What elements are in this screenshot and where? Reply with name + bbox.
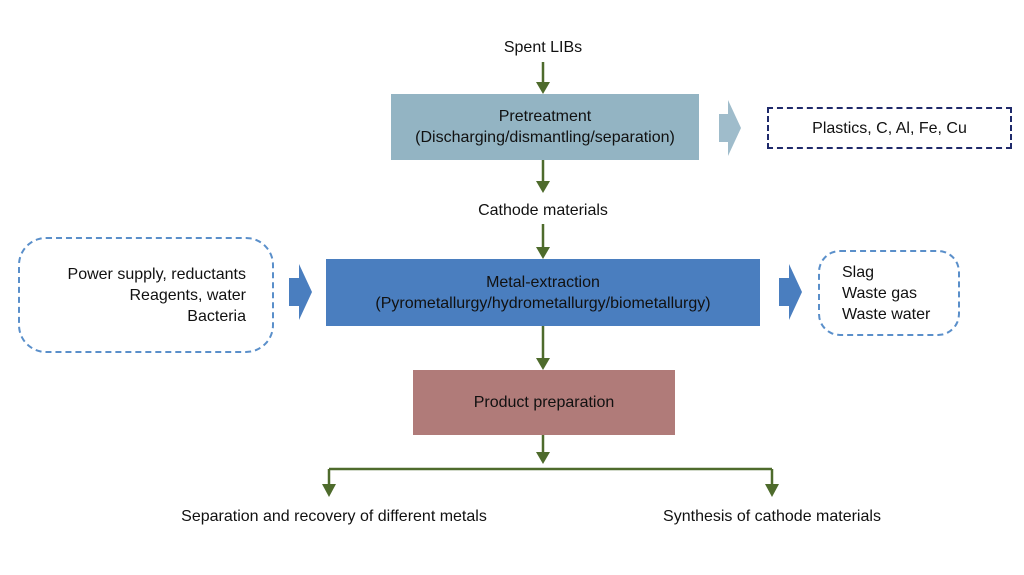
block-arrow-inputs-to-metal [289,264,312,320]
input-item: Bacteria [187,307,246,325]
arrowhead-split-right [765,484,779,497]
result-right-label: Synthesis of cathode materials [663,508,881,525]
product-preparation-box: Product preparation [413,370,675,435]
output-item: Slag [842,263,875,281]
pretreatment-box: Pretreatment (Discharging/dismantling/se… [391,94,699,160]
output-item: Waste gas [842,284,917,302]
arrowhead-metal-to-product [536,358,550,370]
arrowhead-spent-to-pretreatment [536,82,550,94]
byproducts-box: Plastics, C, Al, Fe, Cu [767,107,1012,149]
input-item: Reagents, water [129,286,246,304]
block-arrow-pretreatment-to-byproducts [719,100,741,156]
spent-libs-label: Spent LIBs [503,39,583,56]
block-arrow-metal-to-outputs [779,264,802,320]
metal-extraction-box: Metal-extraction (Pyrometallurgy/hydrome… [326,259,760,326]
metal-extraction-subtitle: (Pyrometallurgy/hydrometallurgy/biometal… [375,294,711,312]
outputs-box: Slag Waste gas Waste water [818,250,960,336]
output-item: Waste water [842,305,931,323]
byproducts-label: Plastics, C, Al, Fe, Cu [812,119,967,137]
input-item: Power supply, reductants [67,265,246,283]
pretreatment-subtitle: (Discharging/dismantling/separation) [415,129,675,146]
cathode-materials-label: Cathode materials [478,202,608,219]
inputs-box: Power supply, reductants Reagents, water… [18,237,274,353]
result-left-label: Separation and recovery of different met… [181,508,487,525]
pretreatment-title: Pretreatment [498,108,592,125]
metal-extraction-title: Metal-extraction [486,273,600,291]
product-preparation-title: Product preparation [473,394,615,411]
arrowhead-split-left [322,484,336,497]
arrowhead-pretreatment-to-cathode [536,181,550,193]
arrowhead-product-to-split [536,452,550,464]
arrowhead-cathode-to-metal [536,247,550,259]
